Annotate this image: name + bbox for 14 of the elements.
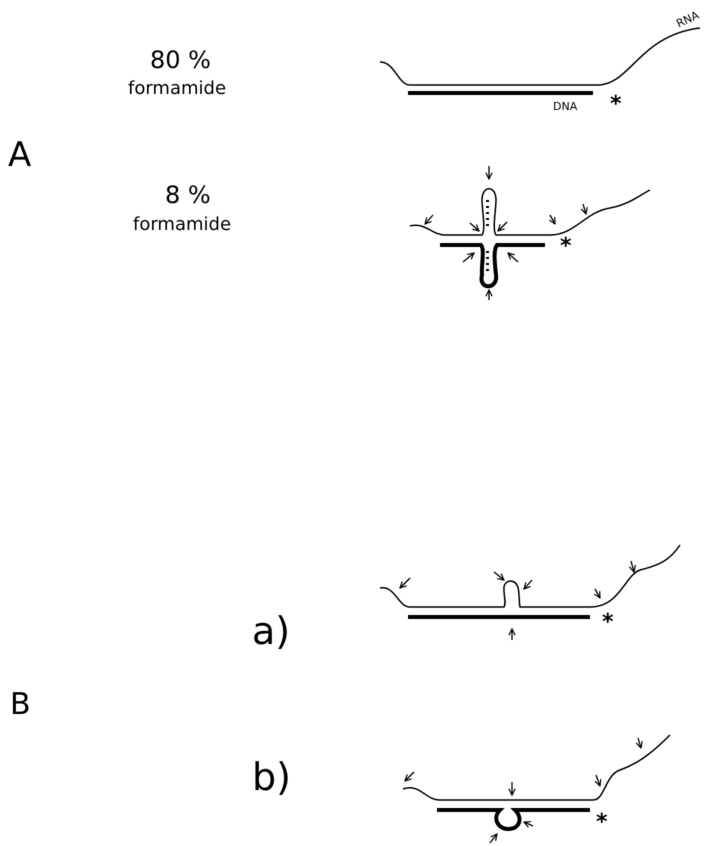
asterisk-mark: * — [560, 236, 572, 258]
panel-letter: B — [10, 690, 31, 720]
panel-sublabel: a) — [252, 612, 290, 650]
strand-label: RNA — [674, 10, 701, 30]
condition-label: formamide — [133, 216, 232, 234]
asterisk-mark: * — [602, 612, 614, 634]
strand-label: DNA — [553, 101, 578, 112]
panel-sublabel: b) — [252, 758, 291, 796]
panel-letter: A — [8, 138, 32, 172]
asterisk-mark: * — [596, 812, 608, 834]
asterisk-mark: * — [610, 94, 622, 116]
condition-label: formamide — [128, 80, 226, 98]
percentage-label: 80 % — [150, 48, 211, 72]
percentage-label: 8 % — [165, 183, 211, 207]
